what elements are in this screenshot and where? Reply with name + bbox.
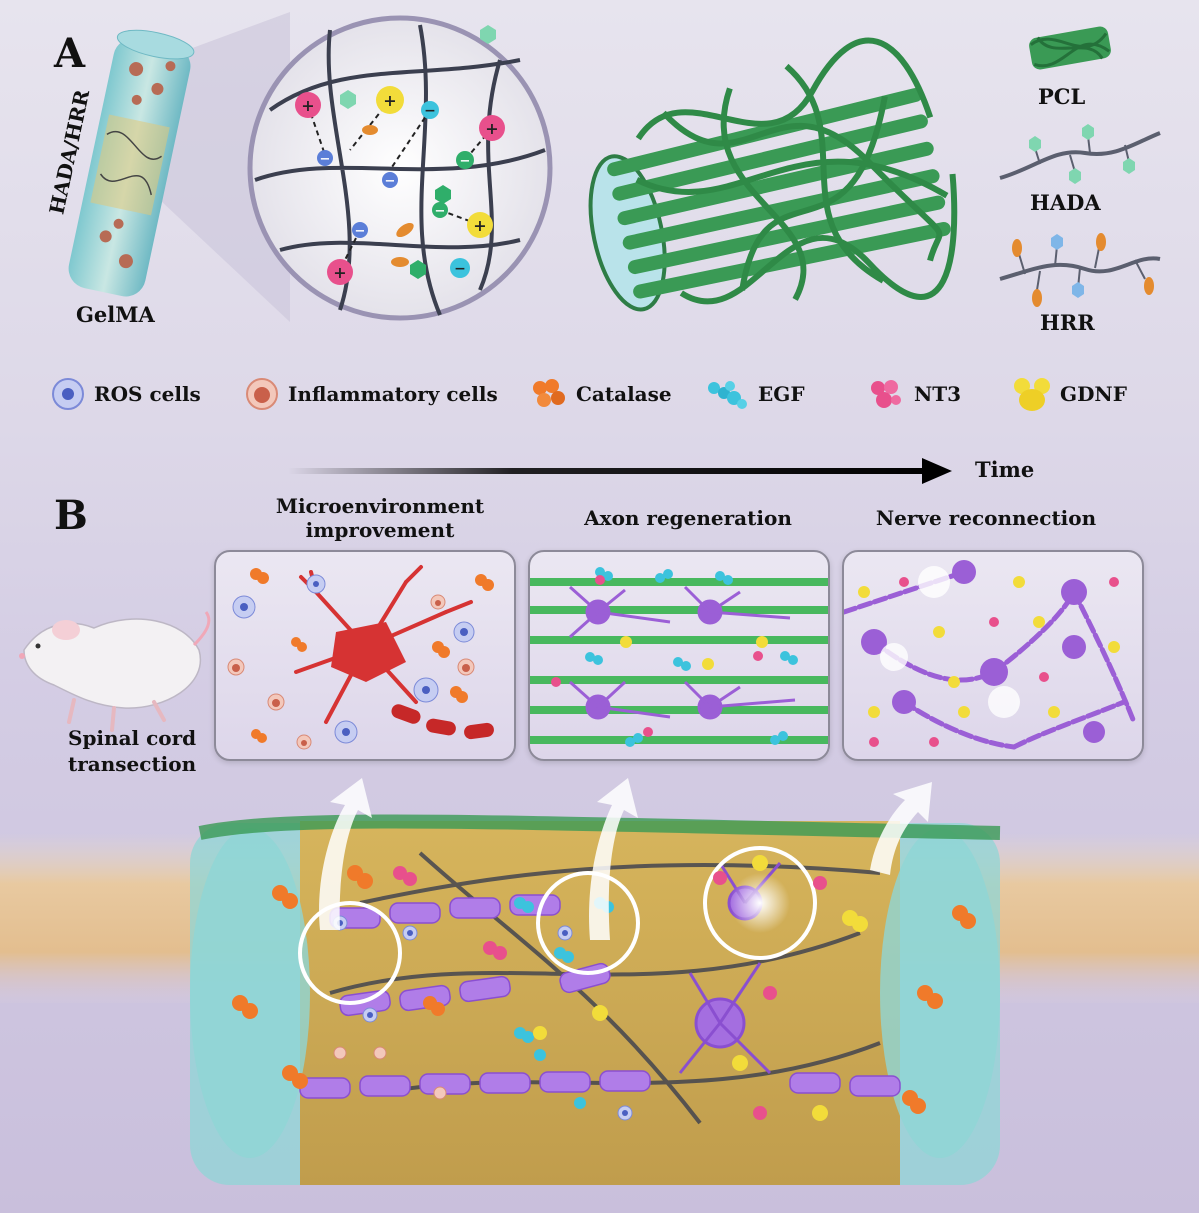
component-label-hrr: HRR [1040, 310, 1095, 335]
legend-item-egf: EGF [704, 372, 805, 416]
stage-arrow-1 [319, 778, 372, 930]
axon-regeneration-scene [530, 567, 828, 747]
stage-box-axon-regeneration [528, 550, 830, 761]
svg-text:−: − [435, 204, 446, 219]
svg-text:−: − [385, 174, 396, 189]
component-label-pcl: PCL [1038, 84, 1086, 109]
implanted-scaffold-scene [0, 814, 1199, 1185]
pcl-conduit-icon [588, 37, 958, 312]
hydrogel-scaffold-icon [68, 29, 195, 297]
time-arrow-icon [288, 458, 952, 484]
hada-polymer-chain-icon [999, 124, 1161, 184]
stage-box-microenvironment [214, 550, 516, 761]
stage-title-nerve-reconnection: Nerve reconnection [875, 506, 1097, 530]
spinal-cord-label-line2: transection [68, 752, 197, 776]
panel-b-letter: B [54, 492, 88, 539]
hrr-polymer-chain-icon [999, 233, 1161, 307]
svg-text:+: + [473, 216, 486, 235]
pcl-fiber-bundle-icon [1029, 26, 1111, 70]
legend-item-nt3: NT3 [866, 372, 961, 416]
legend-item-inflammatory-cells: Inflammatory cells [244, 372, 498, 416]
svg-text:+: + [383, 91, 396, 110]
stage-arrows [319, 778, 932, 940]
panel-a-illustration: + + − + − − − + − − + − [68, 12, 553, 322]
svg-text:−: − [424, 103, 436, 119]
component-label-hada: HADA [1030, 190, 1101, 215]
inflammatory-cell-icon [246, 378, 278, 410]
legend-item-ros-cells: ROS cells [50, 372, 201, 416]
svg-text:−: − [320, 152, 331, 167]
egf-icon [708, 381, 747, 409]
svg-text:+: + [301, 96, 314, 115]
hydrogel-network-magnified-icon: + + − + − − − + − − + − [247, 15, 553, 321]
time-label: Time [975, 457, 1035, 482]
nt3-icon [871, 380, 901, 408]
stage-arrow-3 [870, 782, 932, 875]
gdnf-icon [1014, 378, 1050, 411]
legend-item-catalase: Catalase [528, 372, 672, 416]
stage-arrow-2 [589, 778, 638, 940]
catalase-icon [533, 379, 565, 407]
nerve-reconnection-scene [844, 560, 1137, 750]
damaged-neuron-scene [227, 565, 494, 750]
stage-title-axon-regeneration: Axon regeneration [584, 506, 792, 530]
gelma-label: GelMA [76, 302, 155, 327]
legend-item-gdnf: GDNF [1012, 372, 1127, 416]
ros-cell-icon [52, 378, 84, 410]
svg-text:−: − [355, 224, 366, 239]
stage-title-microenvironment: Microenvironment improvement [275, 494, 485, 542]
svg-text:−: − [460, 154, 471, 169]
mouse-icon [19, 611, 211, 732]
panel-a-letter: A [54, 30, 86, 77]
spinal-cord-label-line1: Spinal cord [68, 726, 197, 750]
svg-text:+: + [485, 119, 498, 138]
svg-text:+: + [333, 263, 346, 282]
svg-text:−: − [454, 261, 466, 277]
stage-box-nerve-reconnection [842, 550, 1144, 761]
